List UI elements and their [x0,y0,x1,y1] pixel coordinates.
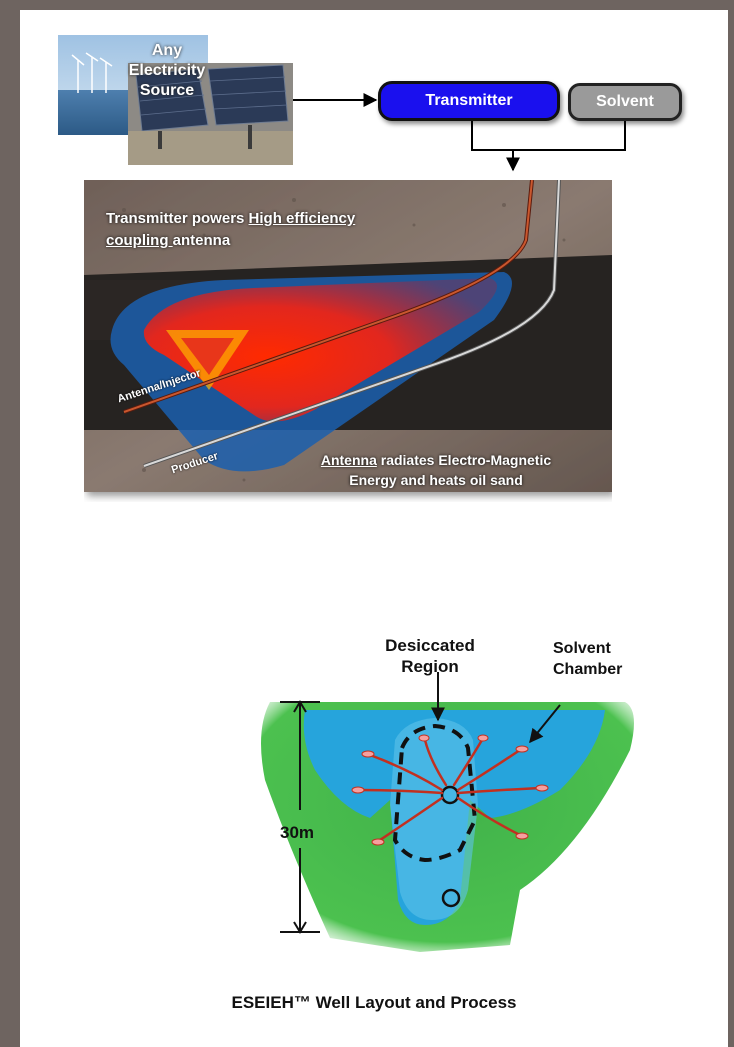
source-label-line1: Any [151,42,183,59]
transmitter-label: Transmitter [425,92,513,109]
solvent-box: Solvent [568,83,682,121]
transmitter-solvent-connector [471,121,626,151]
powers-text-prefix: Transmitter powers [106,210,249,227]
radiates-suffix: radiates Electro-Magnetic [376,452,552,468]
electricity-source-photo [58,35,293,165]
top-connectors [293,93,626,172]
source-label-line3: Source [139,82,195,99]
solvent-chamber-line2: Chamber [553,661,623,678]
transmitter-box: Transmitter [378,81,560,121]
underground-cross-section [84,180,612,492]
radiates-line2: Energy and heats oil sand [349,472,523,488]
coupling-text-underlined: coupling [106,232,173,249]
radiates-underlined: Antenna [320,452,377,468]
coupling-text-suffix: antenna [172,232,231,249]
source-label-line2: Electricity [128,62,206,79]
electricity-source-label: Any Electricity Source [82,41,252,101]
desiccated-line1: Desiccated [385,636,475,655]
antenna-radiates-text: Antenna radiates Electro-Magnetic Energy… [266,450,606,490]
slide-left-border [0,0,20,1047]
desiccated-line2: Region [401,657,459,676]
desiccated-region-label: Desiccated Region [360,635,500,677]
powers-text-underlined: High efficiency [248,210,356,227]
figure-caption: ESEIEH™ Well Layout and Process [231,993,517,1012]
transmitter-powers-text: Transmitter powers High efficiency coupl… [106,208,355,252]
slide-top-border [0,0,734,10]
slide-right-border [728,0,734,1047]
well-layout-diagram [261,672,634,952]
solvent-chamber-label: Solvent Chamber [553,638,622,680]
depth-label: 30m [280,823,315,842]
slide-content: Any Electricity Source Transmitter Solve… [20,10,728,1047]
solvent-label: Solvent [596,93,654,110]
solvent-chamber-line1: Solvent [553,640,611,657]
